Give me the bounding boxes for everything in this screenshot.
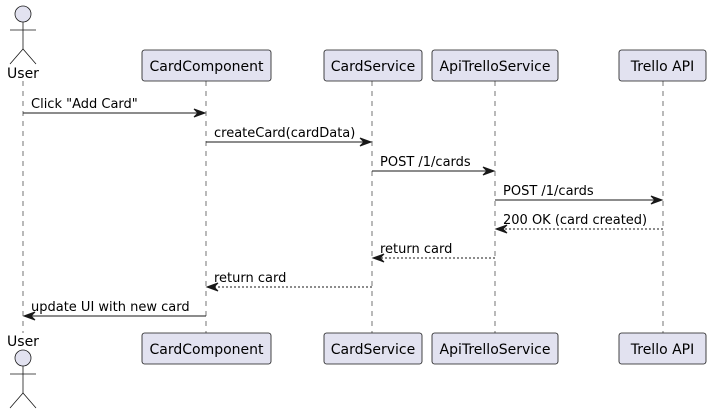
participant-box — [141, 332, 272, 365]
participant-label: ApiTrelloService — [440, 342, 551, 358]
participant-box — [618, 49, 707, 82]
message-label: POST /1/cards — [503, 184, 594, 199]
participant-cardservice-bottom: CardService — [323, 332, 423, 365]
participant-label: Trello API — [630, 59, 695, 75]
participant-label: CardComponent — [149, 342, 264, 358]
message-label: return card — [380, 242, 452, 257]
participant-apitrelloservice-top: ApiTrelloService — [431, 49, 559, 82]
participant-cardservice-top: CardService — [323, 49, 423, 82]
participant-trelloapi-bottom: Trello API — [618, 332, 707, 365]
participants-top: User CardComponent CardService ApiTrelloSer… — [7, 5, 707, 82]
participant-box — [323, 49, 423, 82]
message: update UI with new card — [22, 300, 206, 321]
message: Click "Add Card" — [23, 97, 207, 118]
message-label: 200 OK (card created) — [503, 213, 647, 228]
participant-trelloapi-top: Trello API — [618, 49, 707, 82]
arrowhead — [193, 108, 207, 118]
participant-label: ApiTrelloService — [440, 59, 551, 75]
message: POST /1/cards — [372, 155, 496, 176]
participant-box — [431, 49, 559, 82]
participant-label: User — [7, 66, 39, 82]
messages: Click "Add Card" createCard(cardData) POST… — [22, 97, 664, 321]
participant-label: CardComponent — [149, 59, 264, 75]
message: return card — [205, 271, 372, 292]
participant-cardcomponent-bottom: CardComponent — [141, 332, 272, 365]
message: createCard(cardData) — [206, 126, 373, 147]
message-label: update UI with new card — [31, 300, 190, 315]
participant-cardcomponent-top: CardComponent — [141, 49, 272, 82]
actor-head — [14, 5, 32, 23]
message: 200 OK (card created) — [494, 213, 663, 234]
actor-legs — [9, 392, 37, 409]
participant-apitrelloservice-bottom: ApiTrelloService — [431, 332, 559, 365]
actor-legs — [9, 48, 37, 65]
actor-bottom: User — [7, 334, 39, 409]
participant-label: CardService — [331, 342, 416, 358]
participant-label: CardService — [331, 59, 416, 75]
message-label: createCard(cardData) — [214, 126, 355, 141]
message: return card — [371, 242, 495, 263]
actor-head — [14, 349, 32, 367]
arrowhead — [650, 195, 664, 205]
message-label: Click "Add Card" — [31, 97, 138, 112]
participant-label: User — [7, 334, 39, 350]
lifelines — [22, 81, 664, 333]
participant-box — [323, 332, 423, 365]
arrowhead — [482, 166, 496, 176]
participant-box — [431, 332, 559, 365]
participant-label: Trello API — [630, 342, 695, 358]
arrowhead — [205, 282, 219, 292]
arrowhead — [494, 224, 508, 234]
participant-box — [141, 49, 272, 82]
arrowhead — [22, 311, 36, 321]
arrowhead — [359, 137, 373, 147]
arrowhead — [371, 253, 385, 263]
actor-top: User — [7, 5, 39, 82]
message-label: POST /1/cards — [380, 155, 471, 170]
message-label: return card — [214, 271, 286, 286]
participant-box — [618, 332, 707, 365]
message: POST /1/cards — [495, 184, 664, 205]
